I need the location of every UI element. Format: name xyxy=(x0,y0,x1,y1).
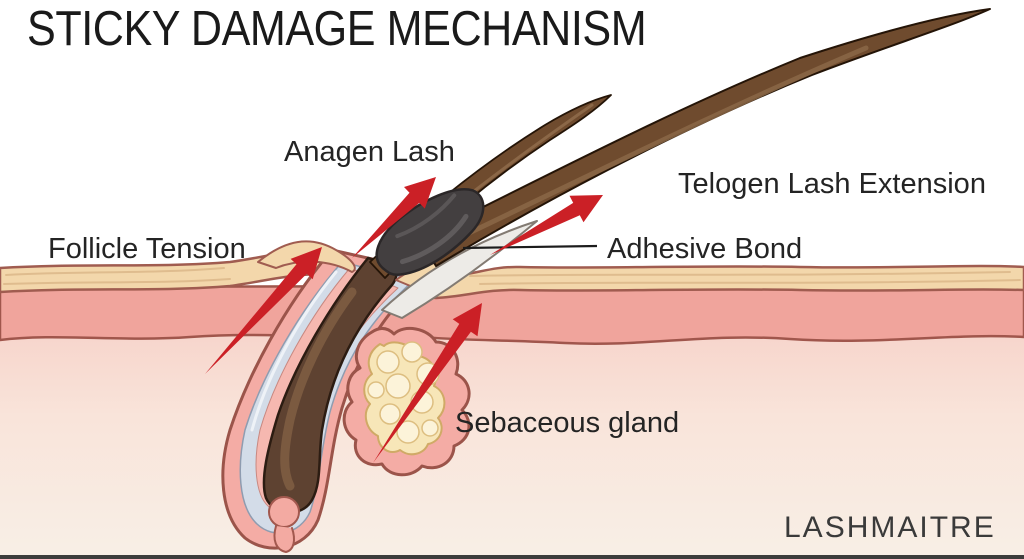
label-follicle-tension: Follicle Tension xyxy=(48,233,246,265)
dermal-papilla xyxy=(268,496,300,528)
lash-sheath-sliver xyxy=(381,220,538,319)
epidermis-streak xyxy=(479,279,1021,285)
adhesive-leader-line xyxy=(462,244,598,250)
epidermis-streak xyxy=(469,271,1011,277)
hair-root-highlight xyxy=(280,287,357,491)
epidermis-streak xyxy=(3,278,231,285)
dermis-layer xyxy=(0,283,1024,345)
arrow-anagen-lash xyxy=(352,177,436,258)
arrow-sebaceous-gland xyxy=(373,303,482,463)
arrow-adhesive-bond xyxy=(490,195,603,255)
lining-highlight xyxy=(250,270,338,432)
papilla-stalk xyxy=(273,525,295,553)
lash-extension xyxy=(419,8,991,267)
label-telogen-lash-extension: Telogen Lash Extension xyxy=(678,168,986,200)
bottom-edge-strip xyxy=(0,555,1024,559)
label-adhesive-bond: Adhesive Bond xyxy=(607,233,803,265)
brand-watermark: LASHMAITRE xyxy=(784,511,996,544)
deep-tissue-layer xyxy=(0,300,1024,559)
epidermis-streak xyxy=(5,267,225,276)
lash-extension-highlight xyxy=(443,45,869,247)
arrows-layer xyxy=(205,177,603,463)
label-sebaceous-gland: Sebaceous gland xyxy=(455,407,680,439)
hair-root xyxy=(262,256,399,514)
adhesive-blob xyxy=(375,188,485,276)
label-anagen-lash: Anagen Lash xyxy=(284,136,455,168)
page-title: STICKY DAMAGE MECHANISM xyxy=(27,2,647,56)
arrow-follicle-tension xyxy=(205,247,322,374)
